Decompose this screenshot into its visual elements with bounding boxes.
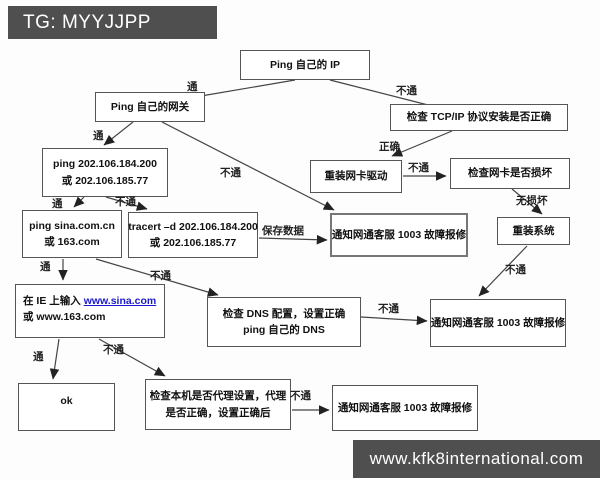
flow-node-notify-support-mid: 通知网通客服 1003 故障报修: [330, 213, 468, 257]
sina-url-link[interactable]: www.sina.com: [83, 295, 157, 307]
flow-node-check-dns-config: 检查 DNS 配置，设置正确 ping 自己的 DNS: [207, 297, 361, 347]
edge-label: 不通: [408, 162, 429, 174]
edge-label: 通: [187, 81, 198, 93]
edge-label: 通: [52, 198, 63, 210]
edge-label: 通: [93, 130, 104, 142]
node-label: 或 202.106.185.77: [61, 174, 149, 187]
node-label: 或 202.106.185.77: [149, 237, 237, 249]
node-label: 是否正确，设置正确后: [165, 406, 271, 419]
node-label: 检查网卡是否损坏: [468, 167, 552, 180]
edge-ping202-tracert: [105, 196, 148, 211]
edge-tracert-notify: [258, 234, 328, 245]
flow-node-reinstall-system: 重装系统: [497, 217, 570, 245]
edge-sina-dns: [95, 258, 219, 297]
flow-node-check-tcpip: 检查 TCP/IP 协议安装是否正确: [390, 104, 568, 131]
flow-node-ping-dns-servers: ping 202.106.184.200 或 202.106.185.77: [42, 148, 168, 197]
flow-node-check-nic-damage: 检查网卡是否损坏: [450, 158, 570, 189]
edge-label: 正确: [379, 141, 400, 153]
flow-node-ping-gateway: Ping 自己的网关: [95, 92, 205, 122]
edge-ie-proxy: [98, 338, 166, 377]
edge-label: 不通: [290, 390, 311, 402]
edge-label: 通: [40, 261, 51, 273]
edge-label: 不通: [115, 196, 136, 208]
flow-node-ping-sina: ping sina.com.cn 或 163.com: [22, 210, 122, 258]
edge-label: 不通: [378, 303, 399, 315]
node-label: 通知网通客服 1003 故障报修: [430, 316, 566, 329]
footer-url-text: www.kfk8international.com: [369, 449, 584, 468]
edge-label: 通: [33, 351, 44, 363]
node-label: Ping 自己的网关: [110, 100, 190, 113]
edge-label: 不通: [103, 344, 124, 356]
edge-label: 不通: [505, 264, 526, 276]
edge-ip-gateway: [200, 79, 296, 97]
flow-node-reinstall-nic-driver: 重装网卡驱动: [310, 160, 402, 193]
node-label: ping 202.106.184.200: [53, 158, 157, 171]
node-label: Ping 自己的 IP: [269, 58, 340, 71]
node-label: ping 自己的 DNS: [243, 324, 325, 336]
header-tag-banner: TG: MYYJJPP: [8, 6, 217, 39]
edge-label: 保存数据: [262, 225, 304, 237]
edge-ie-ok: [49, 338, 60, 380]
edge-tcpip-driver: [391, 130, 453, 157]
flow-node-ie-input: 在 IE 上输入 www.sina.com 或 www.163.com: [15, 284, 165, 338]
flow-node-ok: ok: [18, 383, 115, 431]
edge-system-notify: [478, 245, 528, 297]
flow-node-notify-support-right: 通知网通客服 1003 故障报修: [430, 299, 566, 347]
flow-node-check-proxy: 检查本机是否代理设置，代理 是否正确，设置正确后: [145, 379, 291, 430]
edge-label: 无损坏: [516, 195, 548, 207]
edge-nic-system: [511, 188, 543, 215]
flow-node-tracert: tracert –d 202.106.184.200 或 202.106.185…: [128, 212, 258, 258]
node-label: 检查 DNS 配置，设置正确: [222, 307, 346, 320]
node-label: 通知网通客服 1003 故障报修: [331, 228, 467, 241]
edge-ip-tcpip: [329, 79, 429, 106]
node-label: 或 www.163.com: [23, 311, 106, 324]
edge-label: 不通: [396, 85, 417, 97]
node-label: 重装网卡驱动: [324, 170, 388, 183]
node-label: 重装系统: [512, 224, 555, 237]
edge-gateway-notify: [161, 121, 335, 211]
node-label: ping sina.com.cn: [29, 219, 115, 232]
node-label: ok: [60, 395, 73, 407]
node-label: 或 163.com: [44, 236, 100, 248]
flow-node-notify-support-bottom: 通知网通客服 1003 故障报修: [332, 385, 478, 431]
edge-ping202-sina: [73, 196, 85, 208]
footer-url-banner: www.kfk8international.com: [353, 440, 600, 478]
header-tag-text: TG: MYYJJPP: [23, 11, 151, 33]
flow-node-ping-own-ip: Ping 自己的 IP: [240, 50, 370, 80]
edge-label: 不通: [150, 270, 171, 282]
node-label: 通知网通客服 1003 故障报修: [337, 401, 473, 414]
edge-dns-notify: [360, 315, 428, 326]
node-label: tracert –d 202.106.184.200: [128, 220, 258, 233]
edge-gateway-ping202: [103, 121, 134, 146]
edge-label: 不通: [220, 167, 241, 179]
node-label: 检查本机是否代理设置，代理: [149, 390, 287, 403]
node-label: 在 IE 上输入: [23, 295, 84, 307]
node-label: 检查 TCP/IP 协议安装是否正确: [406, 111, 552, 124]
